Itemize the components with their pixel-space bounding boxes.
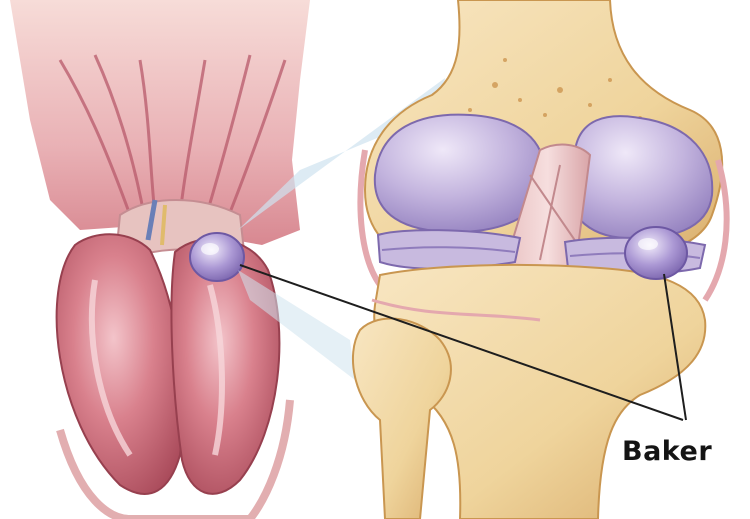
posterior-knee-view bbox=[10, 0, 310, 519]
calf-medial-head bbox=[57, 234, 184, 494]
baker-cyst-joint bbox=[625, 227, 687, 279]
fibula bbox=[353, 319, 451, 519]
baker-cyst-label: Baker bbox=[622, 436, 712, 467]
baker-cyst-posterior bbox=[190, 233, 244, 281]
